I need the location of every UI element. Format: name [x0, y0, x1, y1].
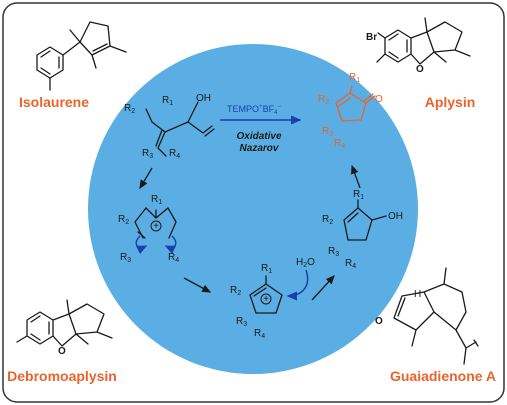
water-label: H2O: [296, 257, 315, 269]
ring-cation-circle: [260, 293, 272, 305]
pentadienyl-cation-structure: [134, 207, 177, 239]
cyclopentenyl-r2: R2: [230, 285, 241, 297]
starting-dienol-structure: [145, 101, 215, 157]
aplysin-bromo-atom: Br: [366, 32, 377, 43]
isolaurene-label: Isolaurene: [19, 94, 89, 110]
debromoaplysin-oxygen-atom: O: [58, 346, 66, 357]
alcohol-oh: OH: [388, 211, 403, 222]
cyclopentenyl-r3: R3: [236, 316, 247, 328]
pentadienyl-r3: R3: [120, 252, 131, 264]
aplysin-oxygen-atom: O: [416, 64, 424, 75]
dienol-r2: R2: [124, 103, 135, 115]
product-r3: R3: [322, 126, 333, 138]
pentadienyl-r1: R1: [151, 194, 162, 206]
dienol-r3: R3: [142, 148, 153, 160]
ring-cation-charge: +: [263, 294, 269, 305]
alcohol-r1: R1: [353, 189, 364, 201]
trapping-arrow: [311, 275, 335, 301]
product-cyclopentenone-structure: [335, 85, 376, 122]
dienol-oh: OH: [196, 93, 211, 104]
debromoaplysin-structure: [16, 299, 113, 347]
aplysin-structure: [376, 17, 471, 65]
pentadienyl-r2: R2: [118, 214, 129, 226]
cyclization-arrow: [183, 277, 212, 293]
product-r1: R1: [349, 72, 360, 84]
reagent-label: TEMPO+BF4−: [227, 104, 281, 116]
electrocyclization-arrow-right: [164, 235, 177, 255]
cation-charge: +: [153, 221, 159, 232]
allylic-alcohol-structure: [343, 199, 387, 241]
dienol-r1: R1: [162, 95, 173, 107]
aplysin-label: Aplysin: [425, 94, 476, 110]
product-oxygen: O: [375, 94, 383, 105]
water-attack-arrow: [286, 269, 309, 301]
electrocyclization-arrow-left: [135, 235, 148, 255]
product-r4: R4: [334, 138, 345, 150]
alcohol-r2: R2: [322, 214, 333, 226]
dienol-r4: R4: [169, 148, 180, 160]
debromoaplysin-label: Debromoaplysin: [7, 368, 117, 384]
guaiadienone-h-atom: H: [414, 289, 421, 300]
reaction-name-line2: Nazarov: [240, 143, 280, 154]
guaiadienone-oxygen-atom: O: [375, 316, 383, 327]
catalytic-cycle-disc: [88, 44, 418, 374]
oxidation-arrow: [351, 164, 361, 189]
product-r2: R2: [318, 94, 329, 106]
reaction-name-line1: Oxidative: [236, 131, 281, 142]
cyclopentenyl-cation-structure: [249, 275, 283, 314]
cation-charge-circle: [150, 220, 162, 232]
cyclopentenyl-r4: R4: [254, 328, 265, 340]
ionization-arrow: [139, 167, 153, 190]
alcohol-r4: R4: [345, 258, 356, 270]
pentadienyl-r4: R4: [168, 252, 179, 264]
guaiadienone-structure: [393, 267, 479, 365]
cyclopentenyl-r1: R1: [261, 263, 272, 275]
alcohol-r3: R3: [328, 246, 339, 258]
isolaurene-structure: [36, 21, 127, 91]
guaiadienone-label: Guaiadienone A: [390, 368, 496, 384]
